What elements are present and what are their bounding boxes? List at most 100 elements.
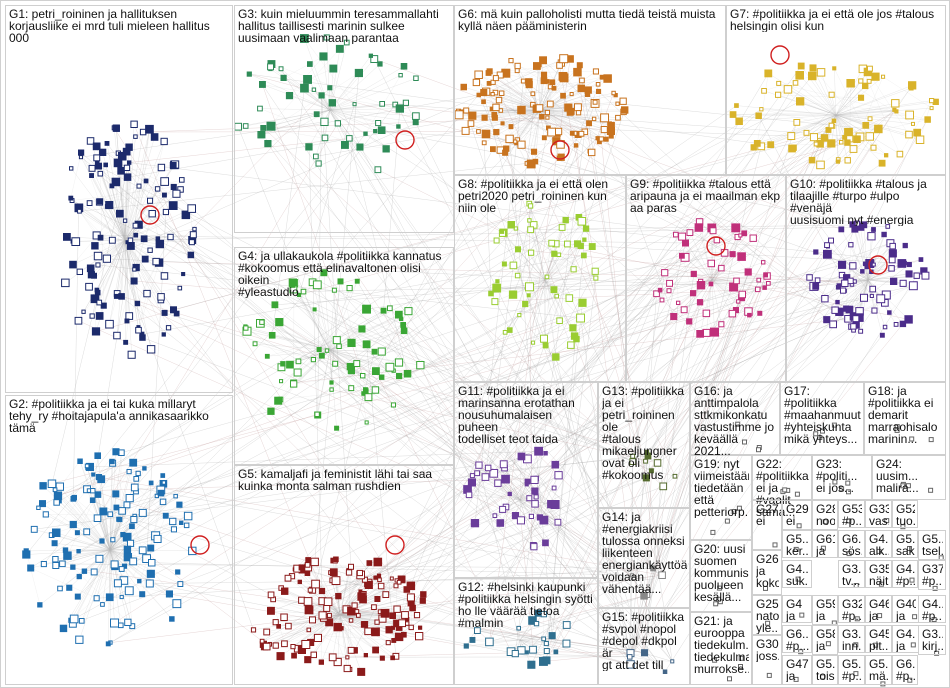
group-g32: G32 #p... xyxy=(838,595,865,623)
group-label: G4... alk... xyxy=(869,533,889,557)
group-g47: G47 ja xyxy=(782,655,812,685)
group-g20: G20: uusi suomen kommunis... puolueen ke… xyxy=(690,540,752,612)
group-g42: G3... kirj... xyxy=(918,625,946,655)
group-label: G5... sak... xyxy=(896,533,915,557)
group-label: G4... #p... xyxy=(922,598,943,622)
group-g16: G16: ja anttimpalola sttkmikonkatu vastu… xyxy=(690,382,780,455)
group-label: G7: #politiikka ja ei että ole jos #talo… xyxy=(730,8,943,32)
group-g23: G23: #politi... ei jos... xyxy=(812,455,872,500)
group-label: G8: #politiikka ja ei että olen petri202… xyxy=(458,178,623,214)
group-label: G21: ja eurooppa tiedekulm... tiedekulma… xyxy=(694,615,749,675)
group-g7: G7: #politiikka ja ei että ole jos #talo… xyxy=(726,5,946,175)
group-g13: G13: #politiikka ja ei petri_roininen ol… xyxy=(598,382,690,508)
group-label: G2: #politiikka ja ei tai kuka millaryt … xyxy=(9,398,230,434)
group-g61: G61 ja xyxy=(812,530,838,558)
group-label: G4: ja ullakaukola #politiikka kannatus … xyxy=(238,250,451,298)
group-label: G3... inn... xyxy=(842,628,862,652)
group-label: G11: #politiikka ja ei marinsanna erotat… xyxy=(458,385,595,445)
group-label: G40 ja xyxy=(896,598,916,622)
group-g48: G5... tois... xyxy=(812,655,838,685)
group-label: G3... kirj... xyxy=(922,628,943,652)
group-g22: G22: #politiikka ei ja #vaalit sama... xyxy=(752,455,812,500)
group-label: G29: ei xyxy=(786,503,809,527)
group-g31: G3... tv... xyxy=(838,560,865,588)
group-label: G5... #p... xyxy=(842,658,862,682)
group-label: G17: #politiikka #maahanmuutt... #yhteis… xyxy=(784,385,861,445)
group-g57: G4 ja xyxy=(782,595,812,623)
group-label: G1: petri_roininen ja hallituksen korjau… xyxy=(9,8,230,44)
group-label: G58 ja xyxy=(816,628,835,652)
group-g15: G15: #politiikka #svpol #nopol #depol #d… xyxy=(598,608,690,685)
group-g14: G14: ja #energiakriisi tulossa onneksi l… xyxy=(598,508,690,608)
group-g50: G5... tsel... xyxy=(918,530,946,560)
group-g2: G2: #politiikka ja ei tai kuka millaryt … xyxy=(5,395,233,685)
group-g24: G24: uusim... malira... xyxy=(872,455,946,500)
group-label: G5... mä... xyxy=(869,658,889,682)
group-g11: G11: #politiikka ja ei marinsanna erotat… xyxy=(454,382,598,578)
group-g40: G40 ja xyxy=(892,595,919,623)
group-label: G6... #p... xyxy=(786,628,809,652)
group-g26: G26: ja koko... xyxy=(752,550,782,595)
group-g39: G3... inn... xyxy=(838,625,865,653)
group-label: G4... #p... xyxy=(896,563,915,587)
group-g52: G52 tuo... xyxy=(892,500,918,528)
group-g58: G58 ja xyxy=(812,625,838,655)
group-label: G27: ei xyxy=(756,503,779,527)
group-label: G59 ja xyxy=(816,598,835,622)
group-label: G12: #helsinki kaupunki #politiikka hels… xyxy=(458,581,595,629)
group-label: G3: kuin mieluummin teresammallahti hall… xyxy=(238,8,451,44)
group-label: G25: nato yle... xyxy=(756,598,779,634)
group-label: G37 #p... xyxy=(922,563,943,587)
group-g37: G37 #p... xyxy=(918,560,946,590)
group-g44: G4... ja xyxy=(892,625,919,653)
group-g6: G6: mä kuin palloholisti mutta tiedä tei… xyxy=(454,5,726,175)
group-g41: G4... #p... xyxy=(918,595,946,623)
group-label: G24: uusim... malira... xyxy=(876,458,943,494)
group-label: G23: #politi... ei jos... xyxy=(816,458,869,494)
group-g12: G12: #helsinki kaupunki #politiikka hels… xyxy=(454,578,598,685)
group-g35: G35 näit... xyxy=(865,560,892,588)
group-g38: G5... ker... xyxy=(782,530,812,558)
group-g30: G30: joss... xyxy=(752,635,782,685)
group-label: G5... tsel... xyxy=(922,533,943,557)
group-label: G28: nooh... xyxy=(816,503,835,527)
group-label: G9: #politiikka #talous että aripauna ja… xyxy=(630,178,783,214)
group-label: G20: uusi suomen kommunis... puolueen ke… xyxy=(694,543,749,603)
group-g34: G4... suk... xyxy=(782,560,812,588)
group-label: G61 ja xyxy=(816,533,835,557)
group-label: G18: ja #politiikka ei demarit marraohis… xyxy=(868,385,943,445)
group-label: G19: nyt viimeistään tiedetään että pett… xyxy=(694,458,749,518)
group-g54: G4... #p... xyxy=(892,560,918,588)
group-g27: G27: ei xyxy=(752,500,782,550)
group-g33: G33: vas... xyxy=(865,500,892,528)
group-g5: G5: kamaljafi ja feministit lähi tai saa… xyxy=(234,465,454,685)
group-g3: G3: kuin mieluummin teresammallahti hall… xyxy=(234,5,454,233)
group-g28: G28: nooh... xyxy=(812,500,838,530)
group-label: G16: ja anttimpalola sttkmikonkatu vastu… xyxy=(694,385,777,457)
group-g18: G18: ja #politiikka ei demarit marraohis… xyxy=(864,382,946,455)
group-label: G32 #p... xyxy=(842,598,862,622)
group-label: G35 näit... xyxy=(869,563,889,587)
group-g36: G6... sös... xyxy=(838,530,865,558)
group-g1: G1: petri_roininen ja hallituksen korjau… xyxy=(5,5,233,393)
group-label: G6... #p... xyxy=(896,658,915,682)
group-label: G4... suk... xyxy=(786,563,809,587)
group-label: G4... ja xyxy=(896,628,916,652)
group-g9: G9: #politiikka #talous että aripauna ja… xyxy=(626,175,786,382)
group-g10: G10: #politiikka #talous ja tilaajille #… xyxy=(786,175,946,382)
group-g8: G8: #politiikka ja ei että olen petri202… xyxy=(454,175,626,382)
group-g60: G6... #p... xyxy=(782,625,812,653)
group-label: G46 ja xyxy=(869,598,889,622)
group-label: G10: #politiikka #talous ja tilaajille #… xyxy=(790,178,943,226)
group-g25: G25: nato yle... xyxy=(752,595,782,635)
group-g49: G5... #p... xyxy=(838,655,865,685)
group-label: G14: ja #energiakriisi tulossa onneksi l… xyxy=(602,511,687,595)
group-label: G15: #politiikka #svpol #nopol #depol #d… xyxy=(602,611,687,671)
group-g29: G29: ei xyxy=(782,500,812,530)
group-label: G45: pit... xyxy=(869,628,889,652)
group-label: G4 ja xyxy=(786,598,809,622)
group-label: G30: joss... xyxy=(756,638,779,662)
group-label: G53 #p... xyxy=(842,503,862,527)
group-g46: G46 ja xyxy=(865,595,892,623)
